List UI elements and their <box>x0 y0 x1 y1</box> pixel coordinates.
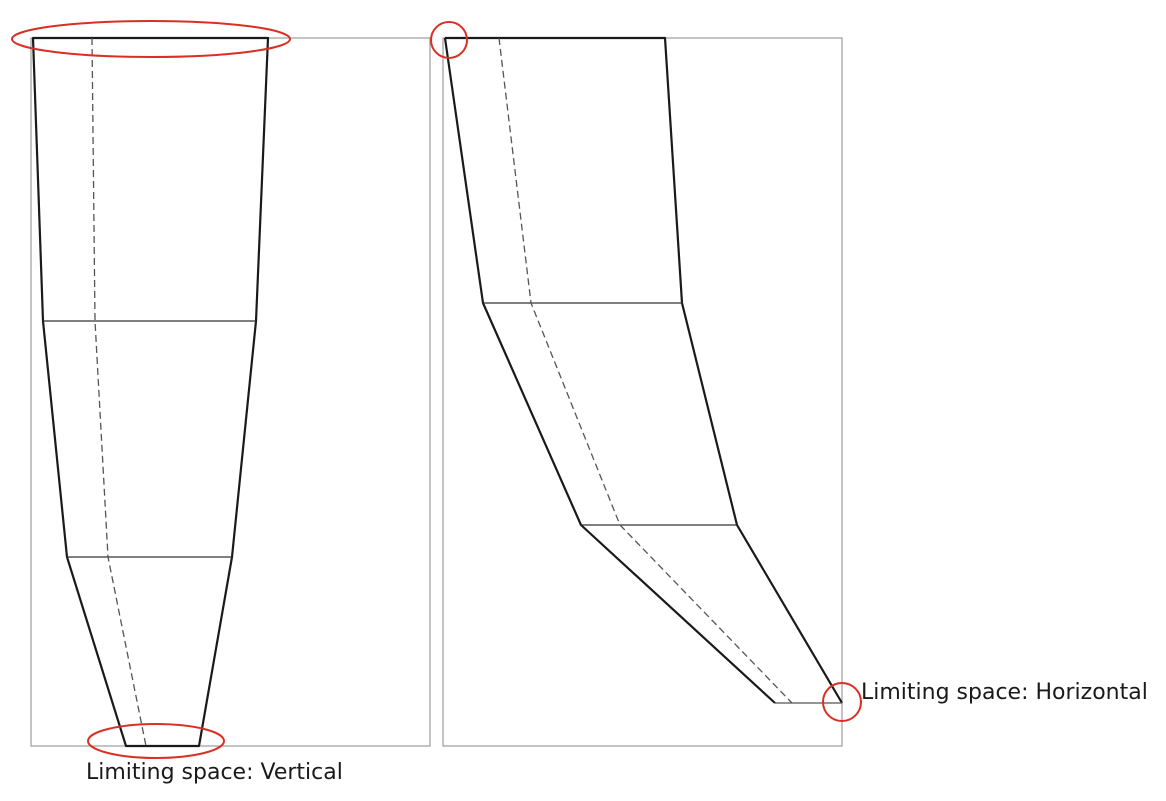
vertical-bottom-highlight <box>87 723 225 759</box>
vertical-top-highlight <box>11 20 291 58</box>
horizontal-top-left-highlight <box>430 21 468 59</box>
horizontal-limit-label: Limiting space: Horizontal <box>861 680 1148 705</box>
horizontal-shape-left-edge <box>443 37 776 704</box>
vertical-panel <box>11 20 431 759</box>
horizontal-bottom-right-highlight <box>822 682 862 722</box>
vertical-shape-outline <box>31 36 270 748</box>
horizontal-centerline <box>498 37 793 704</box>
vertical-limit-label: Limiting space: Vertical <box>86 760 343 785</box>
horizontal-panel-frame <box>442 37 843 747</box>
horizontal-panel <box>430 21 862 747</box>
vertical-centerline <box>91 37 147 747</box>
horizontal-shape-right-edge <box>445 36 843 704</box>
vertical-panel-frame <box>30 37 431 747</box>
